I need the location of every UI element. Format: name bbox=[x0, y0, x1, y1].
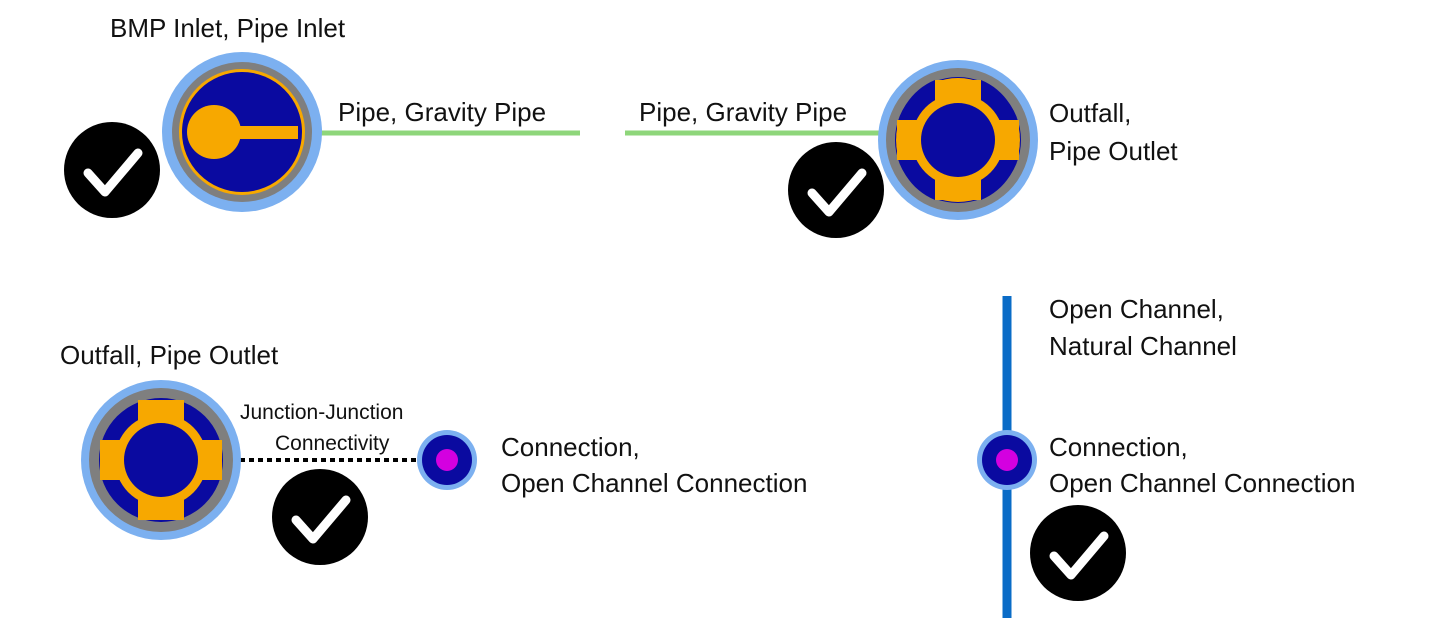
junction-label-line1: Junction-Junction bbox=[240, 401, 403, 424]
connection-icon bbox=[417, 430, 477, 490]
connection-icon bbox=[977, 430, 1037, 490]
bmp-inlet-icon bbox=[162, 52, 322, 212]
valid-check-icon bbox=[1030, 505, 1126, 601]
gravity-pipe-label: Pipe, Gravity Pipe bbox=[338, 97, 546, 127]
open-channel-label-line2: Natural Channel bbox=[1049, 331, 1237, 361]
connection-label-line2: Open Channel Connection bbox=[501, 468, 807, 498]
connection-label-line2: Open Channel Connection bbox=[1049, 468, 1355, 498]
scenario-pipe-outfall: Pipe, Gravity Pipe Outfall, Pipe Outlet bbox=[625, 60, 1178, 238]
scenario-open-channel: Open Channel, Natural Channel Connection… bbox=[977, 294, 1355, 618]
outfall-label: Outfall, Pipe Outlet bbox=[60, 340, 279, 370]
valid-check-icon bbox=[272, 469, 368, 565]
outfall-icon bbox=[878, 60, 1038, 220]
inlet-label: BMP Inlet, Pipe Inlet bbox=[110, 13, 346, 43]
junction-label-line2: Connectivity bbox=[275, 432, 390, 455]
valid-check-icon bbox=[64, 122, 160, 218]
gravity-pipe-label: Pipe, Gravity Pipe bbox=[639, 97, 847, 127]
scenario-junction-connectivity: Outfall, Pipe Outlet Junction-Junction C… bbox=[60, 340, 807, 565]
connection-label-line1: Connection, bbox=[1049, 432, 1188, 462]
open-channel-label-line1: Open Channel, bbox=[1049, 294, 1224, 324]
outfall-label-line1: Outfall, bbox=[1049, 98, 1131, 128]
outfall-icon bbox=[81, 380, 241, 540]
connection-label-line1: Connection, bbox=[501, 432, 640, 462]
outfall-label-line2: Pipe Outlet bbox=[1049, 136, 1178, 166]
scenario-inlet-pipe: BMP Inlet, Pipe Inlet Pipe, Gravity Pipe bbox=[64, 13, 580, 218]
valid-check-icon bbox=[788, 142, 884, 238]
